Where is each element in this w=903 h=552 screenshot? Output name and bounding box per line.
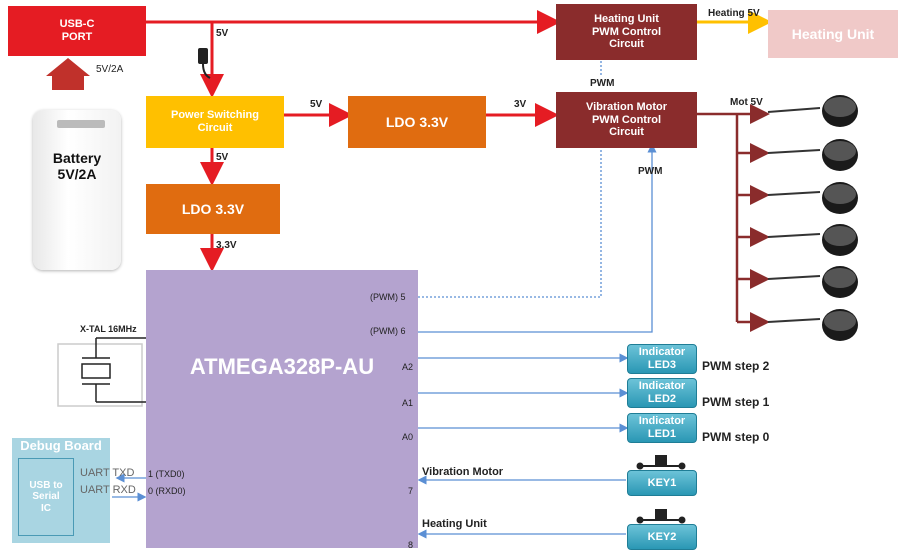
mcu-atmega328p: ATMEGA328P-AU [146,270,418,548]
key1-signal-label: Vibration Motor [422,466,504,478]
signal-wires [112,39,657,539]
debug-board-title: Debug Board [20,438,102,453]
label-mot-5v: Mot 5V [730,97,763,108]
motor-1 [767,95,858,127]
battery-up-arrow [46,58,90,90]
plug-icon [198,48,211,79]
mcu-title: ATMEGA328P-AU [189,354,375,379]
led2-step-label: PWM step 1 [702,395,770,409]
pin-pwm5: (PWM) 5 [370,292,406,302]
indicator-led2: Indicator LED2 [627,378,697,408]
pin-7: 7 [408,486,414,496]
key1-button: KEY1 [627,470,697,496]
motor-wires [697,104,770,332]
label-heating-5v: Heating 5V [708,8,760,19]
pin-a0: A0 [402,432,414,442]
vibration-motors [767,95,858,341]
led3-step-label: PWM step 2 [702,359,770,373]
battery-ports [57,120,105,128]
pin-a1: A1 [402,398,414,408]
uart-rxd-label: UART RXD [80,484,136,496]
indicator-led3: Indicator LED3 [627,344,697,374]
heating-pwm-circuit: Heating Unit PWM Control Circuit [556,4,697,60]
key2-signal-label: Heating Unit [422,518,487,530]
motor-4 [767,224,858,256]
motor-2 [767,139,858,171]
power-switching-circuit: Power Switching Circuit [146,96,284,148]
key-switch-symbols [636,455,686,524]
indicator-led1: Indicator LED1 [627,413,697,443]
debug-board: Debug Board USB to Serial IC [12,438,110,543]
pin-a2: A2 [402,362,414,372]
crystal-symbol [57,337,146,407]
label-3v3: 3.3V [216,240,237,251]
label-crystal: X-TAL 16MHz [80,324,137,334]
label-battery-5v2a: 5V/2A [96,64,124,75]
usb-c-port: USB-C PORT [8,6,146,56]
motor-5 [767,266,858,298]
label-ps-5v: 5V [310,99,323,110]
ldo-3v3-left: LDO 3.3V [146,184,280,234]
battery-label: Battery 5V/2A [52,149,102,182]
ldo-3v3-top: LDO 3.3V [348,96,486,148]
uart-txd-label: UART TXD [80,467,135,479]
pin-pwm6: (PWM) 6 [370,326,406,336]
label-usb-5v: 5V [216,28,229,39]
motor-6 [767,309,858,341]
label-ps-down-5v: 5V [216,152,229,163]
key2-button: KEY2 [627,524,697,550]
usb-to-serial-ic: USB to Serial IC [18,458,74,536]
label-ldo-3v: 3V [514,99,527,110]
motor-3 [767,182,858,214]
pin-txd: 1 (TXD0) [148,469,185,479]
label-pwm-right: PWM [638,166,663,177]
heating-unit: Heating Unit [768,10,898,58]
led1-step-label: PWM step 0 [702,430,770,444]
pin-rxd: 0 (RXD0) [148,486,186,496]
power-wires [146,10,561,272]
vibration-motor-pwm-circuit: Vibration Motor PWM Control Circuit [556,92,697,148]
pin-8: 8 [408,540,414,550]
battery-pack: Battery 5V/2A [33,110,121,270]
label-pwm-up: PWM [590,78,615,89]
